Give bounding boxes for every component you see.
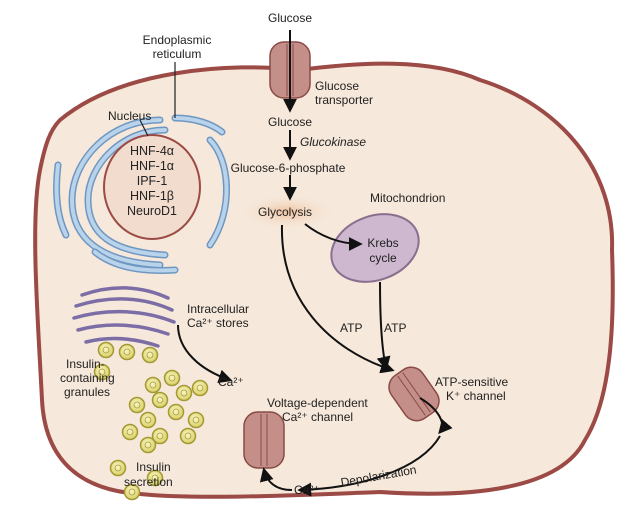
insulin-granule: [187, 411, 205, 429]
nucleus-label: Nucleus: [108, 109, 151, 123]
insulin-granule-core: [133, 401, 141, 409]
er-label-line-1: Endoplasmic: [143, 33, 212, 47]
insulin-granule-core: [156, 396, 164, 404]
insulin-granule: [163, 369, 181, 387]
ca-outer-label: Ca²⁺: [294, 483, 320, 497]
insulin-granule: [146, 469, 164, 487]
glucokinase-label: Glucokinase: [300, 135, 366, 149]
krebs-cycle-label-1: Krebs: [367, 236, 398, 250]
insulin-granules-label-2: containing: [60, 371, 115, 385]
glucose-inner-label: Glucose: [268, 115, 312, 129]
insulin-granule-core: [192, 416, 200, 424]
insulin-granule: [141, 346, 159, 364]
insulin-granule-core: [146, 351, 154, 359]
insulin-granule: [179, 427, 197, 445]
insulin-granule: [123, 483, 141, 501]
atp-k-channel-label-2: K⁺ channel: [446, 389, 506, 403]
arrow-depolarization: [297, 435, 441, 497]
insulin-granule: [93, 363, 111, 381]
atp-k-channel-label-1: ATP-sensitive: [435, 375, 508, 389]
insulin-granule-core: [184, 432, 192, 440]
insulin-granule-core: [180, 389, 188, 397]
insulin-granule: [144, 376, 162, 394]
insulin-secretion-label-2: secretion: [124, 475, 173, 489]
er-label-line-2: reticulum: [153, 47, 202, 61]
glucose-6-phosphate-label: Glucose-6-phosphate: [231, 161, 346, 175]
insulin-granule-core: [126, 428, 134, 436]
insulin-granule-core: [196, 384, 204, 392]
insulin-granules-label-3: granules: [64, 385, 110, 399]
insulin-granule-core: [168, 374, 176, 382]
nucleus-factor-5: NeuroD1: [127, 204, 177, 218]
nucleus-factor-4: HNF-1β: [130, 189, 174, 203]
endoplasmic-reticulum: [53, 114, 230, 274]
insulin-granule-core: [128, 488, 136, 496]
insulin-granule: [175, 384, 193, 402]
nucleus-factor-2: HNF-1α: [130, 159, 174, 173]
insulin-granule: [118, 343, 136, 361]
krebs-cycle-label-2: cycle: [369, 251, 397, 265]
atp-right-label: ATP: [384, 321, 406, 335]
insulin-granules-label-1: Insulin-: [66, 357, 105, 371]
nucleus-factor-3: IPF-1: [137, 174, 168, 188]
insulin-granule: [121, 423, 139, 441]
insulin-granule: [97, 341, 115, 359]
voltage-dependent-ca-channel: [243, 411, 285, 469]
insulin-granule-core: [151, 474, 159, 482]
insulin-granule-core: [144, 416, 152, 424]
insulin-secretion-label-1: Insulin: [136, 460, 171, 474]
ca-stores-label-2: Ca²⁺ stores: [187, 316, 249, 330]
arrow-ca-entry: [259, 467, 293, 491]
arrow-to-krebs: [304, 223, 363, 251]
insulin-granule-core: [144, 441, 152, 449]
arrow-atp-left: [280, 224, 395, 374]
insulin-granule: [151, 427, 169, 445]
glucose-transporter-label-2: transporter: [315, 93, 373, 107]
insulin-granule-core: [172, 408, 180, 416]
insulin-granule: [151, 391, 169, 409]
ca-stores-label-1: Intracellular: [187, 302, 249, 316]
voltage-channel-label-2: Ca²⁺ channel: [282, 410, 353, 424]
insulin-granules: [93, 341, 209, 501]
atp-sensitive-k-channel: [388, 366, 440, 422]
insulin-granule-core: [123, 348, 131, 356]
nucleus: [103, 134, 201, 240]
insulin-granule: [167, 403, 185, 421]
atp-left-label: ATP: [340, 321, 362, 335]
ca-inner-label: Ca²⁺: [218, 375, 244, 389]
insulin-granule-core: [149, 381, 157, 389]
arrow-atp-right: [376, 281, 391, 371]
arrow-ca-stores: [177, 324, 233, 384]
nucleus-pointer-line: [139, 119, 149, 137]
insulin-granule-core: [102, 346, 110, 354]
mitochondrion: [330, 213, 420, 283]
voltage-channel-label-1: Voltage-dependent: [267, 396, 368, 410]
golgi-apparatus: [72, 286, 176, 348]
mitochondrion-label: Mitochondrion: [370, 191, 445, 205]
insulin-granule: [191, 379, 209, 397]
insulin-granule-core: [114, 464, 122, 472]
insulin-granule-core: [156, 432, 164, 440]
insulin-granule: [128, 396, 146, 414]
insulin-granule: [139, 411, 157, 429]
glucose-top-label: Glucose: [268, 11, 312, 25]
insulin-granule: [139, 436, 157, 454]
glycolysis-label: Glycolysis: [258, 205, 312, 219]
arrow-k-out: [419, 397, 453, 435]
insulin-granule: [109, 459, 127, 477]
glucose-transporter-label-1: Glucose: [315, 79, 359, 93]
nucleus-factor-1: HNF-4α: [130, 144, 174, 158]
insulin-granule-core: [98, 368, 106, 376]
glycolysis-glow: [239, 194, 335, 230]
